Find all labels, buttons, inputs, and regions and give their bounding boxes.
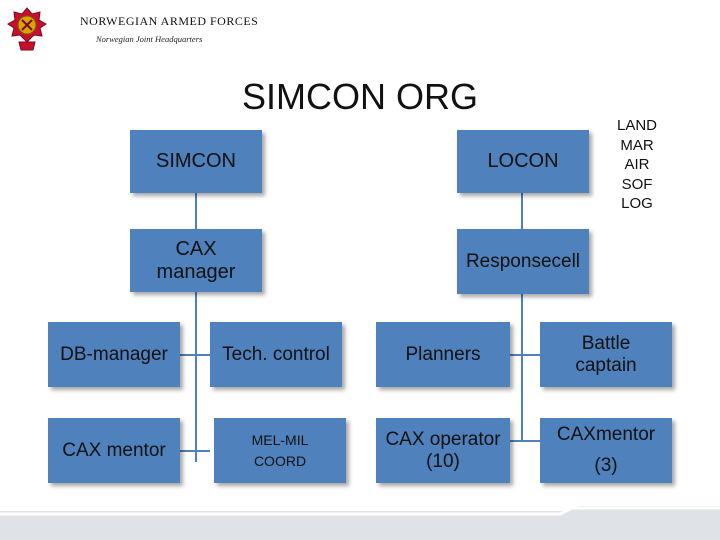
db-manager-box: DB-manager: [48, 322, 180, 387]
domain-item: LOG: [621, 195, 653, 212]
simcon-box: SIMCON: [130, 130, 262, 193]
connector-simcon-caxmanager: [195, 193, 197, 229]
mel-mil-box: MEL-MIL COORD: [214, 418, 346, 483]
cax-operator-label: CAX operator (10): [385, 428, 501, 472]
caxmentor-3-label: CAXmentor (3): [556, 424, 656, 476]
connector-caxmanager-bottom: [195, 292, 197, 462]
connector-cax-mentor: [180, 450, 210, 452]
db-manager-label: DB-manager: [60, 343, 168, 365]
planners-label: Planners: [405, 343, 481, 365]
org-subtitle: Norwegian Joint Headquarters: [96, 34, 203, 44]
connector-cax-operator: [510, 440, 540, 442]
page-title: SIMCON ORG: [241, 76, 478, 117]
domain-item: AIR: [624, 156, 650, 173]
org-name: NORWEGIAN ARMED FORCES: [80, 14, 259, 28]
caxmentor-3-box: CAXmentor (3): [540, 418, 672, 483]
locon-box: LOCON: [457, 130, 589, 193]
domain-list: LAND MAR AIR SOF LOG: [600, 116, 674, 214]
connector-planners: [510, 354, 540, 356]
armed-forces-crest-icon: [7, 7, 47, 51]
domain-item: SOF: [621, 175, 653, 193]
domain-item: MAR: [620, 136, 654, 154]
battle-captain-label: Battle captain: [575, 332, 637, 376]
locon-label: LOCON: [487, 150, 559, 172]
tech-control-label: Tech. control: [222, 343, 330, 365]
cax-mentor-box: CAX mentor: [48, 418, 180, 483]
footer-band: [0, 506, 720, 540]
connector-responsecell-bottom: [521, 294, 523, 440]
cax-manager-label: CAX manager: [156, 237, 236, 283]
connector-db-manager: [180, 354, 210, 356]
domain-item: LAND: [616, 117, 657, 134]
cax-operator-box: CAX operator (10): [376, 418, 510, 483]
cax-manager-box: CAX manager: [130, 229, 262, 292]
responsecell-label: Responsecell: [465, 250, 581, 272]
connector-locon-responsecell: [521, 193, 523, 229]
simcon-label: SIMCON: [156, 150, 236, 172]
responsecell-box: Responsecell: [457, 229, 589, 294]
battle-captain-box: Battle captain: [540, 322, 672, 387]
tech-control-box: Tech. control: [210, 322, 342, 387]
planners-box: Planners: [376, 322, 510, 387]
cax-mentor-label: CAX mentor: [62, 439, 166, 461]
mel-mil-label: MEL-MIL COORD: [251, 431, 309, 469]
